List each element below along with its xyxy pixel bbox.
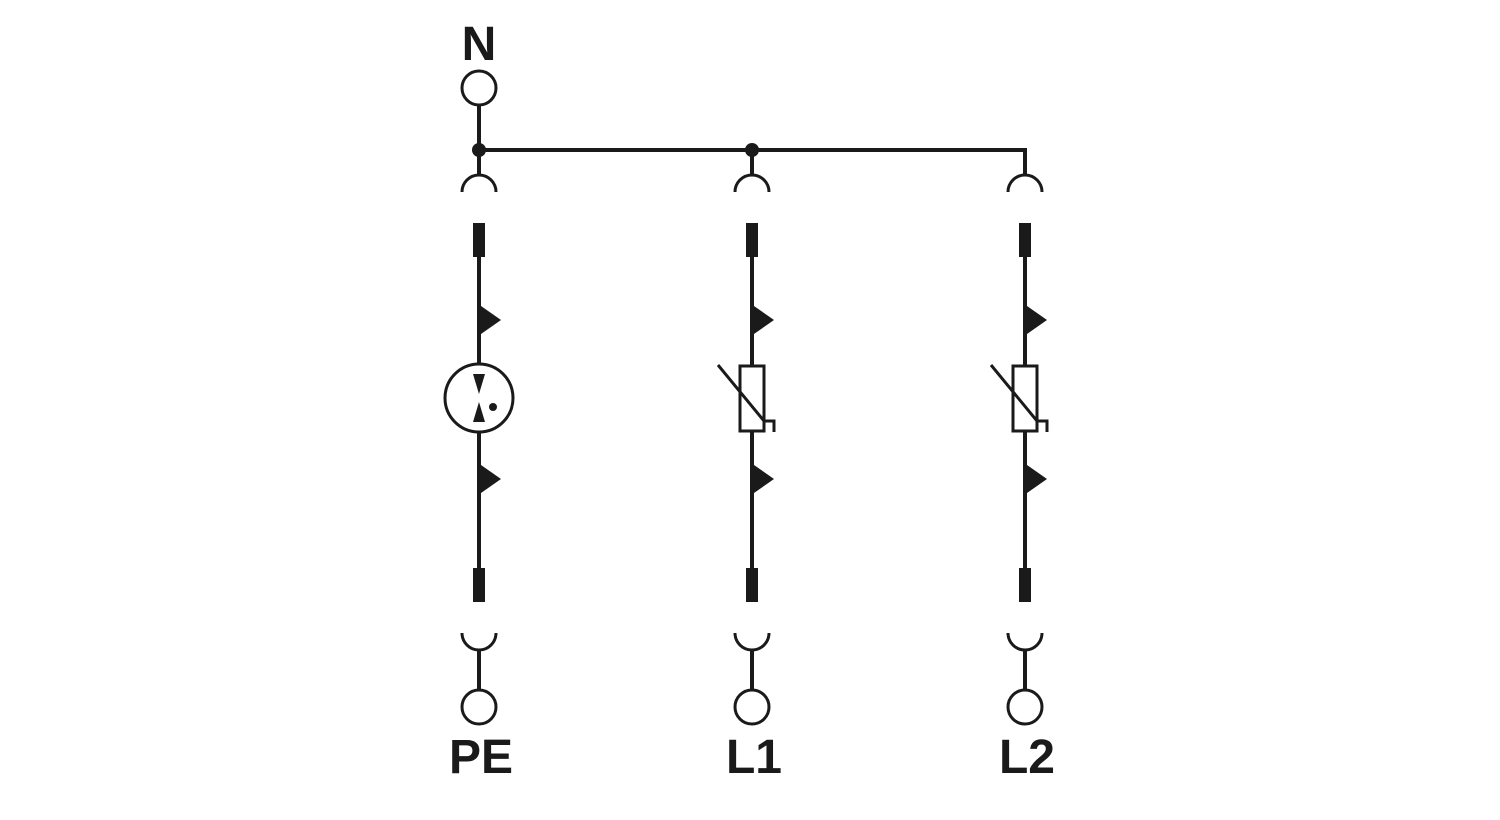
- flag-top-l1: [754, 306, 774, 334]
- gdt-arrow-up-icon: [473, 402, 485, 422]
- gas-discharge-tube-circle: [443, 362, 515, 434]
- flag-top-l2: [1027, 306, 1047, 334]
- label-pe: PE: [449, 731, 513, 784]
- plug-socket-top-pe: [460, 173, 498, 193]
- terminal-l2-circle: [1006, 688, 1044, 726]
- plug-socket-bottom-l1: [733, 632, 771, 652]
- label-n: N: [462, 18, 497, 71]
- gdt-arrow-down-icon: [473, 374, 485, 394]
- branch-pe: PE: [443, 150, 515, 784]
- terminal-pe-circle: [460, 688, 498, 726]
- varistor-slash-l1: [716, 364, 776, 432]
- varistor-slash-l2: [989, 364, 1049, 432]
- contact-bottom-l1: [746, 568, 758, 602]
- branch-l2: L2: [989, 173, 1055, 784]
- contact-top-l2: [1019, 223, 1031, 257]
- plug-socket-top-l2: [1006, 173, 1044, 193]
- contact-top-l1: [746, 223, 758, 257]
- flag-bottom-pe: [481, 465, 501, 493]
- flag-bottom-l2: [1027, 465, 1047, 493]
- flag-top-pe: [481, 306, 501, 334]
- neutral-terminal: N: [460, 18, 498, 150]
- gdt-gas-dot-icon: [489, 403, 497, 411]
- contact-bottom-pe: [473, 568, 485, 602]
- branch-l1: L1: [716, 150, 782, 784]
- flag-bottom-l1: [754, 465, 774, 493]
- label-l1: L1: [726, 731, 782, 784]
- neutral-busbar: [472, 143, 1027, 174]
- contact-top-pe: [473, 223, 485, 257]
- terminal-l1-circle: [733, 688, 771, 726]
- label-l2: L2: [999, 731, 1055, 784]
- terminal-n-circle: [460, 69, 498, 107]
- plug-socket-top-l1: [733, 173, 771, 193]
- plug-socket-bottom-l2: [1006, 632, 1044, 652]
- plug-socket-bottom-pe: [460, 632, 498, 652]
- contact-bottom-l2: [1019, 568, 1031, 602]
